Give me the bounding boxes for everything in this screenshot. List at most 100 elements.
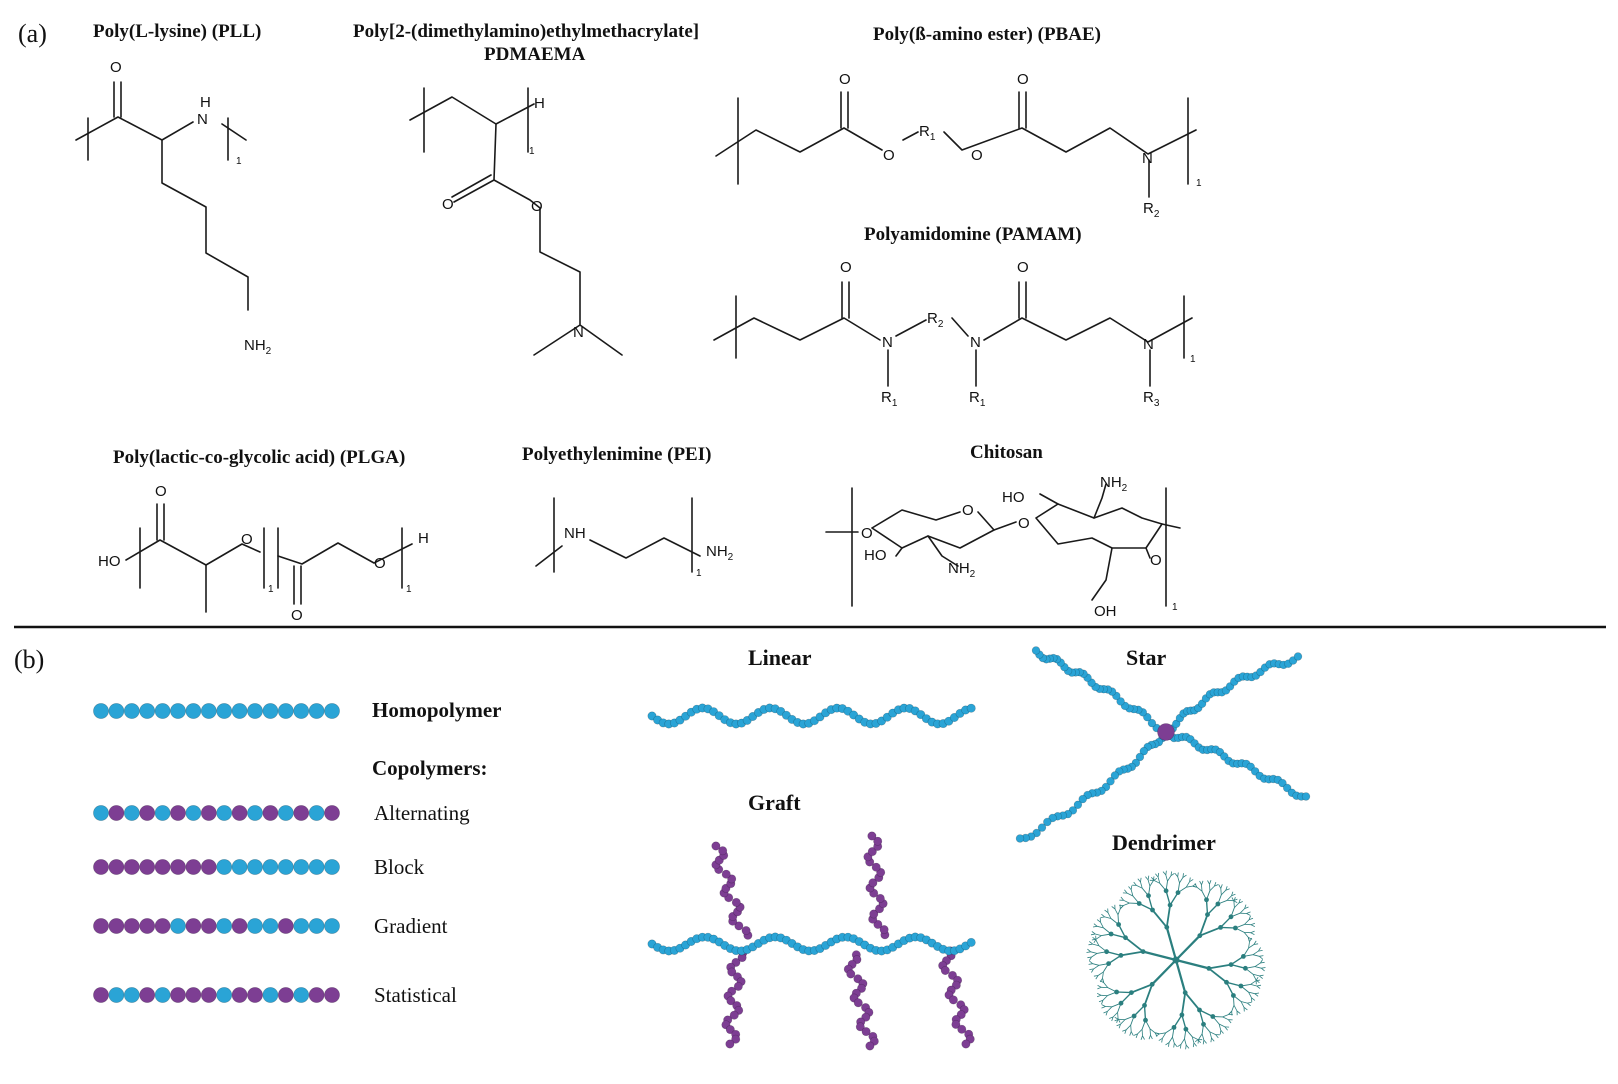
- dendrimer-branch: [1235, 928, 1244, 932]
- dendrimer-branch: [1221, 888, 1222, 895]
- chitosan-ho-1: HO: [864, 547, 887, 564]
- alternating-bead: [109, 805, 124, 820]
- dendrimer-branch: [1253, 955, 1259, 957]
- alternating-bead: [201, 805, 216, 820]
- pll-repeat-n: 1: [236, 156, 242, 167]
- chitosan-repeat-n: 1: [1172, 602, 1178, 613]
- dendrimer-branch: [1247, 1003, 1250, 1006]
- pbae-r1: R1: [919, 123, 936, 143]
- pamam-o-2: O: [1017, 259, 1029, 276]
- dendrimer-branch: [1255, 963, 1260, 967]
- pamam-structure: Polyamidomine (PAMAM) O O N N N R2 R1 R1…: [714, 224, 1196, 409]
- dendrimer-branch: [1138, 879, 1141, 882]
- dendrimer-branch: [1141, 1036, 1143, 1040]
- dendrimer-branch: [1121, 906, 1124, 909]
- homopolymer-bead: [232, 703, 247, 718]
- dendrimer-title: Dendrimer: [1112, 830, 1216, 855]
- dendrimer-branch: [1200, 881, 1202, 885]
- homopolymer-bead: [109, 703, 124, 718]
- linear-bead: [967, 704, 975, 712]
- pbae-o-3: O: [883, 147, 895, 164]
- dendrimer-branch: [1176, 936, 1200, 960]
- dendrimer-branch: [1087, 952, 1091, 953]
- statistical-bead: [247, 987, 262, 1002]
- pbae-title: Poly(ß-amino ester) (PBAE): [873, 24, 1101, 45]
- dendrimer-branch: [1123, 903, 1129, 905]
- block-bead: [294, 859, 309, 874]
- dendrimer-branch: [1102, 1007, 1106, 1009]
- pll-title: Poly(L-lysine) (PLL): [93, 21, 261, 42]
- statistical-bead: [201, 987, 216, 1002]
- graft-side-bead: [742, 926, 750, 934]
- dendrimer-branch: [1202, 885, 1203, 891]
- dendrimer-branch: [1089, 964, 1093, 965]
- graft-side-bead: [726, 1040, 734, 1048]
- dendrimer-branch: [1093, 926, 1097, 927]
- star-title: Star: [1126, 645, 1167, 670]
- block-label: Block: [374, 855, 425, 879]
- alternating-bead: [294, 805, 309, 820]
- dendrimer-branch: [1185, 1039, 1187, 1045]
- dendrimer-branch: [1251, 933, 1255, 935]
- gradient-bead: [170, 918, 185, 933]
- statistical-bead: [155, 987, 170, 1002]
- homopolymer-bead: [201, 703, 216, 718]
- statistical-bead: [232, 987, 247, 1002]
- alternating-bead: [93, 805, 108, 820]
- gradient-bead: [109, 918, 124, 933]
- dendrimer-branch: [1245, 920, 1250, 925]
- dendrimer-branch: [1259, 976, 1262, 979]
- dendrimer-branch: [1233, 996, 1234, 1006]
- dendrimer-branch: [1091, 952, 1097, 954]
- graft-side-bead: [941, 966, 949, 974]
- gradient-bead: [140, 918, 155, 933]
- dendrimer-branch: [1185, 993, 1199, 1010]
- dendrimer-branch: [1210, 886, 1215, 891]
- chitosan-structure: Chitosan O O O O HO HO NH2 NH2 OH 1: [826, 442, 1180, 620]
- dendrimer-branch: [1168, 876, 1172, 881]
- dendrimer-branch: [1150, 1029, 1155, 1033]
- gradient-bead: [217, 918, 232, 933]
- dendrimer-branch: [1138, 1029, 1143, 1034]
- dendrimer-branch: [1163, 872, 1166, 875]
- dendrimer-branch: [1253, 951, 1258, 955]
- dendrimer-branch: [1166, 871, 1167, 875]
- pei-structure: Polyethylenimine (PEI) NH NH2 1: [522, 444, 734, 579]
- linear-title: Linear: [748, 645, 812, 670]
- pamam-n-3: N: [1143, 336, 1154, 353]
- dendrimer-branch: [1259, 956, 1263, 957]
- pdmaema-carbonyl-o: O: [442, 196, 454, 213]
- dendrimer-branch: [1155, 874, 1158, 877]
- dendrimer-branch: [1097, 993, 1101, 995]
- dendrimer-branch: [1121, 1020, 1126, 1025]
- block-bead: [247, 859, 262, 874]
- dendrimer-branch: [1149, 1035, 1151, 1039]
- alternating-bead: [217, 805, 232, 820]
- dendrimer-branch: [1233, 996, 1241, 1002]
- dendrimer-branch: [1202, 881, 1204, 885]
- dendrimer-branch: [1186, 1045, 1187, 1049]
- dendrimer-branch: [1141, 878, 1142, 882]
- graft-side-bead: [712, 842, 720, 850]
- statistical-bead: [186, 987, 201, 1002]
- linear-polymer: [648, 704, 976, 728]
- dendrimer-branch: [1176, 960, 1185, 993]
- star-core: [1158, 724, 1175, 741]
- dendrimer-branch: [1261, 968, 1265, 969]
- dendrimer-branch: [1208, 881, 1210, 885]
- dendrimer-branch: [1089, 961, 1092, 964]
- dendrimer-branch: [1174, 1043, 1177, 1046]
- dendrimer-branch: [1245, 968, 1253, 974]
- homopolymer-bead: [93, 703, 108, 718]
- graft-backbone-bead: [967, 938, 975, 946]
- dendrimer-branch: [1153, 910, 1167, 927]
- plga-o-4: O: [374, 555, 386, 572]
- dendrimer-branch: [1104, 928, 1112, 934]
- pbae-o-4: O: [971, 147, 983, 164]
- gradient-bead: [155, 918, 170, 933]
- alternating-bead: [124, 805, 139, 820]
- gradient-label: Gradient: [374, 914, 448, 938]
- dendrimer-branch: [1143, 952, 1176, 960]
- dendrimer-branch: [1146, 1020, 1151, 1029]
